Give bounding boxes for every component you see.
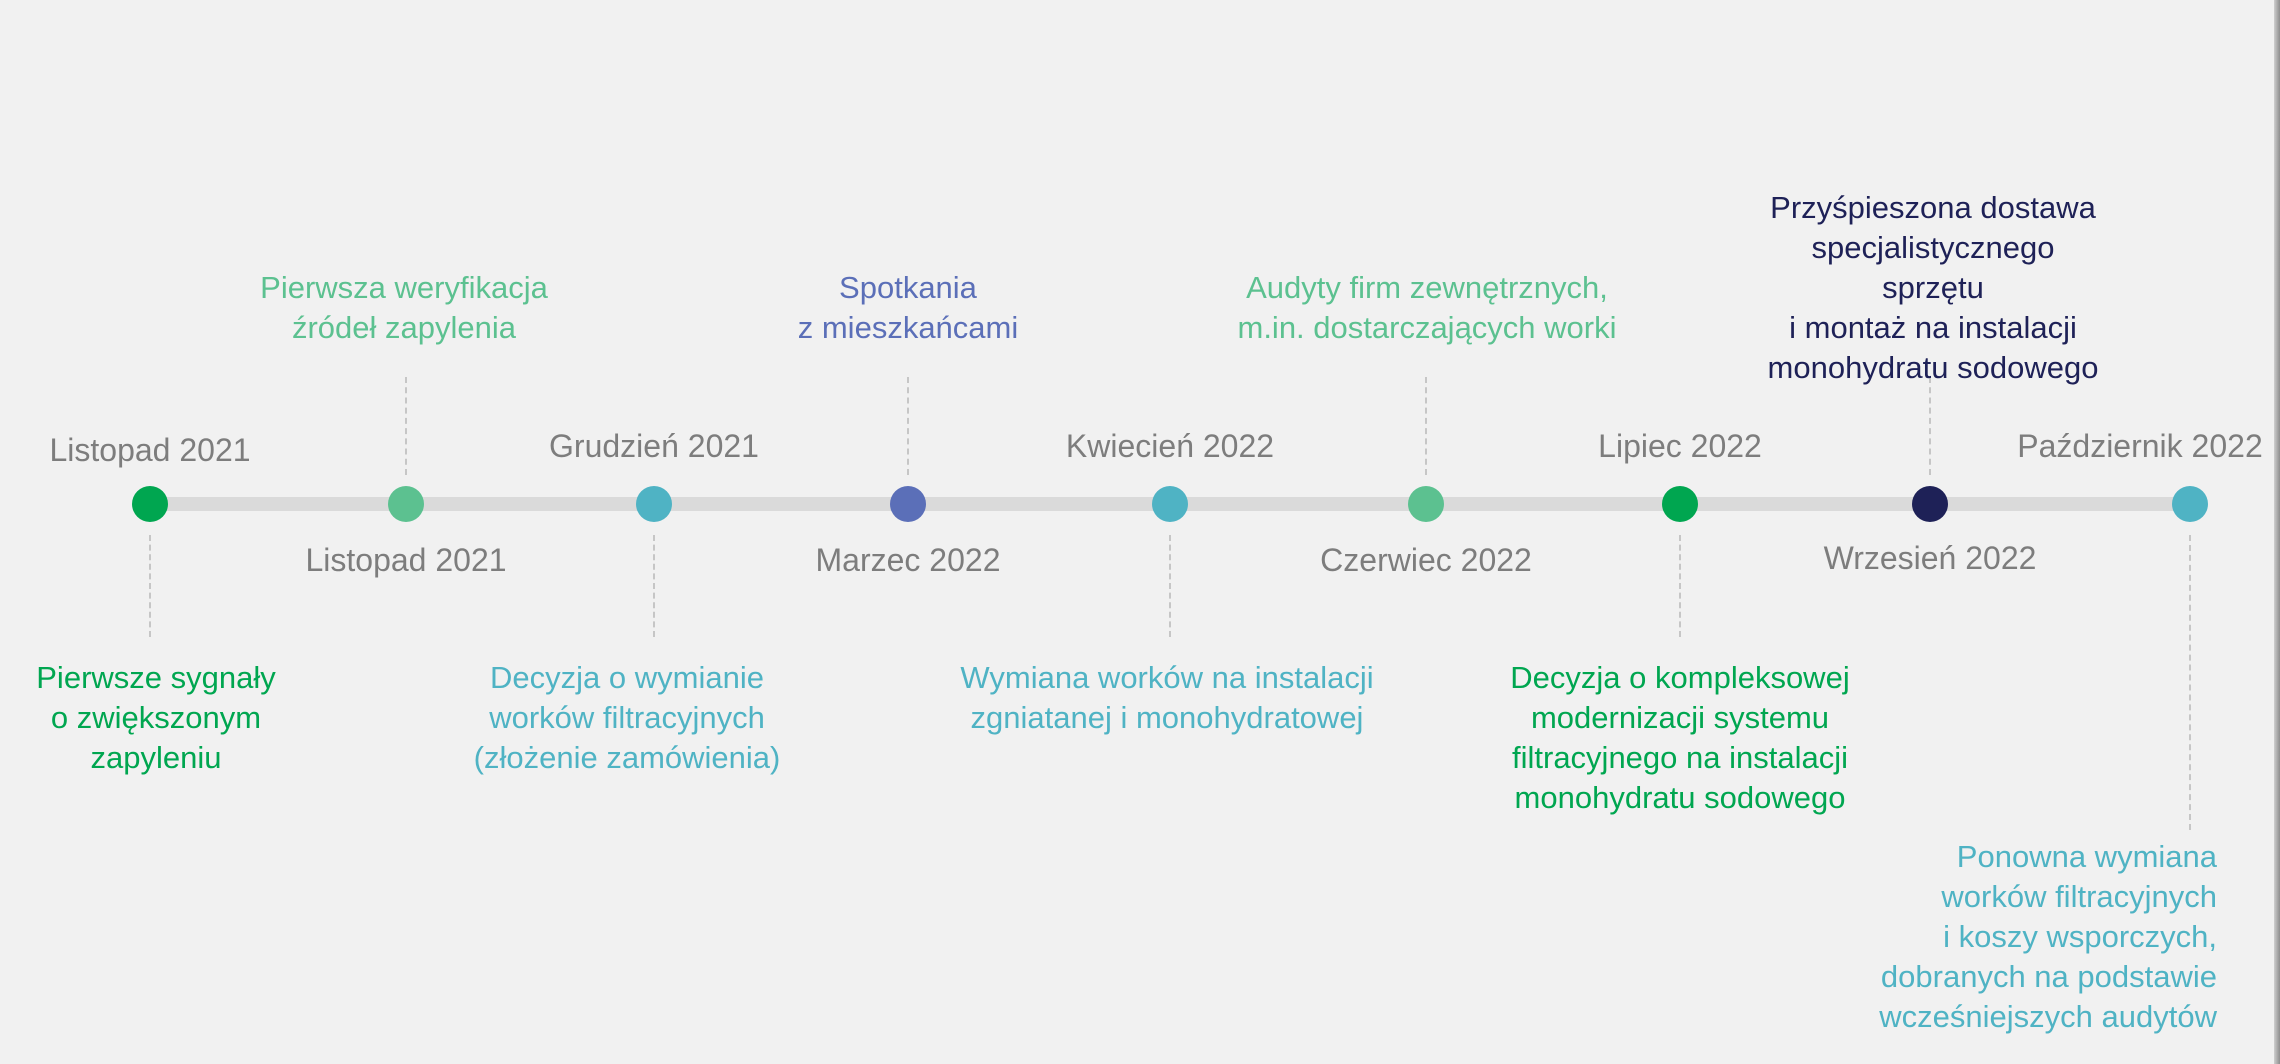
milestone-description: Pierwsze sygnały o zwiększonym zapyleniu [36,660,276,775]
connector-line [149,535,151,637]
page-edge-shadow [2274,0,2280,1064]
milestone-marker [1152,486,1188,522]
milestone-date: Grudzień 2021 [549,428,759,464]
milestone-date: Listopad 2021 [49,432,251,468]
milestone-description: Decyzja o wymianie worków filtracyjnych … [473,660,781,775]
milestone-marker [890,486,926,522]
connector-line [1679,535,1681,637]
milestone-date: Listopad 2021 [305,542,507,578]
milestone-marker [1662,486,1698,522]
milestone-description: Przyśpieszona dostawa specjalistycznego … [1767,190,2099,385]
milestone-marker [132,486,168,522]
connector-line [653,535,655,637]
milestone-date: Październik 2022 [2017,428,2263,464]
milestone-date: Kwiecień 2022 [1065,428,1275,464]
milestone-description: Audyty firm zewnętrznych, m.in. dostarcz… [1237,270,1617,345]
milestone-date: Marzec 2022 [815,542,1001,578]
connector-line [1929,377,1931,475]
milestone-date: Lipiec 2022 [1598,428,1762,464]
connector-line [1169,535,1171,637]
connector-line [405,377,407,475]
milestone-marker [1912,486,1948,522]
milestone-description: Ponowna wymiana worków filtracyjnych i k… [1879,839,2217,1034]
milestone-description: Decyzja o kompleksowej modernizacji syst… [1510,660,1850,815]
connector-line [1425,377,1427,475]
milestone-marker [2172,486,2208,522]
connector-line [907,377,909,475]
connector-line [2189,535,2191,830]
milestone-date: Wrzesień 2022 [1823,540,2037,576]
milestone-description: Wymiana worków na instalacji zgniatanej … [960,660,1374,735]
milestone-date: Czerwiec 2022 [1320,542,1532,578]
milestone-marker [388,486,424,522]
milestone-description: Spotkania z mieszkańcami [797,270,1019,345]
milestone-marker [1408,486,1444,522]
milestone-description: Pierwsza weryfikacja źródeł zapylenia [260,270,548,345]
milestone-marker [636,486,672,522]
